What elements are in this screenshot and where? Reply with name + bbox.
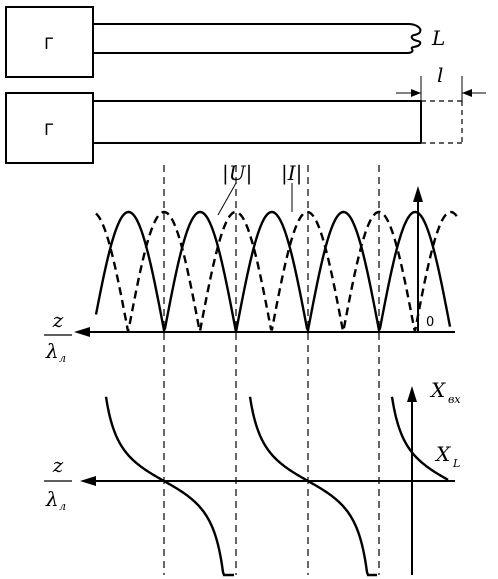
load-inductance-label: L xyxy=(431,26,445,50)
input-reactance-curve xyxy=(104,396,449,577)
current-envelope-curve xyxy=(94,210,452,334)
dimension-arrowhead-right xyxy=(462,89,472,97)
voltage-label: |U| xyxy=(222,161,252,186)
voltage-leader-line xyxy=(217,182,237,216)
lambda-sub-upper: л xyxy=(59,352,66,365)
current-label: |I| xyxy=(281,161,302,186)
z-axis-lower-arrowhead xyxy=(80,476,96,486)
extension-length-label: l xyxy=(437,63,443,87)
z-label-upper: z xyxy=(52,308,64,332)
equivalent-line-circuit: Г l xyxy=(5,63,486,164)
lambda-label-upper: λ xyxy=(45,339,59,363)
load-reactance-label: X xyxy=(434,442,451,466)
reactance-plot: X вх X L z λ л xyxy=(44,378,461,577)
amplitude-axis-arrowhead xyxy=(413,186,423,202)
dimension-arrowhead-left xyxy=(411,89,421,97)
load-reactance-sub: L xyxy=(452,457,460,470)
origin-label: 0 xyxy=(426,315,434,330)
lambda-label-lower: λ xyxy=(45,487,59,511)
generator-box-top xyxy=(5,6,94,78)
reactance-axis-arrowhead xyxy=(407,386,417,402)
generator-box-bottom xyxy=(5,92,94,164)
node-guide-lines xyxy=(163,165,380,575)
voltage-envelope-curve xyxy=(95,210,459,332)
z-label-lower: z xyxy=(52,453,64,477)
input-reactance-sub: вх xyxy=(448,393,461,406)
generator-label-bottom: Г xyxy=(44,120,54,139)
inductor-coil xyxy=(407,23,422,54)
lambda-sub-lower: л xyxy=(59,500,66,513)
inductive-load-circuit: Г L xyxy=(5,6,445,78)
input-reactance-label: X xyxy=(429,378,446,402)
amplitude-plot: |U| |I| 0 z λ л xyxy=(44,161,459,365)
z-axis-upper-arrowhead xyxy=(74,327,90,337)
generator-label-top: Г xyxy=(44,34,54,53)
